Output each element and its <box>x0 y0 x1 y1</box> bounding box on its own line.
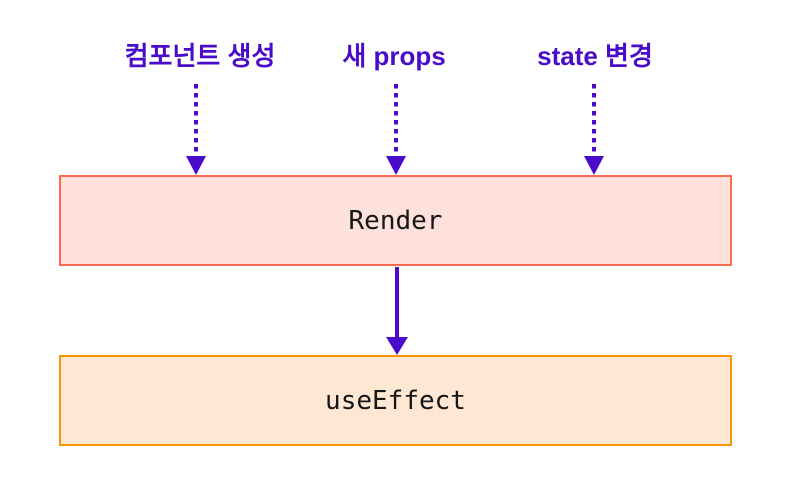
render-box: Render <box>59 175 732 266</box>
dotted-arrow-state-change <box>584 84 604 175</box>
useeffect-box-label: useEffect <box>325 385 466 416</box>
dotted-arrow-component-create <box>186 84 206 175</box>
render-box-label: Render <box>348 205 443 236</box>
dotted-arrow-new-props <box>386 84 406 175</box>
trigger-label-component-create: 컴포넌트 생성 <box>124 41 276 71</box>
useeffect-box: useEffect <box>59 355 732 446</box>
trigger-label-new-props: 새 props <box>342 41 446 71</box>
solid-arrow-render-to-useeffect <box>386 267 408 355</box>
trigger-label-state-change: state 변경 <box>537 41 653 71</box>
